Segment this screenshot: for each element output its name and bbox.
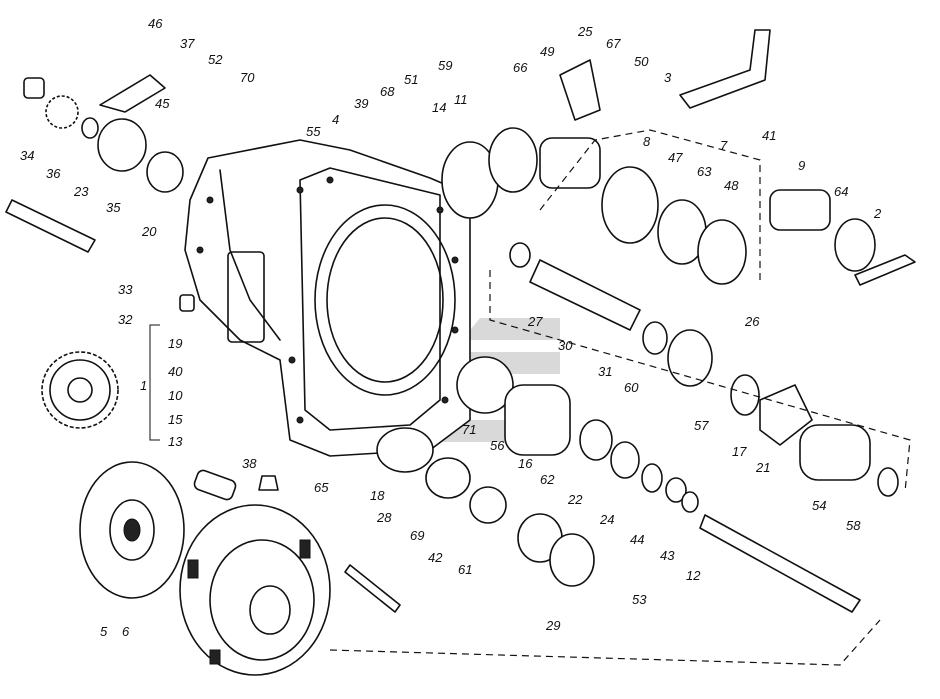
callout: 4 xyxy=(332,112,339,127)
callout: 43 xyxy=(660,548,675,563)
callout: 59 xyxy=(438,58,452,73)
callout: 60 xyxy=(624,380,639,395)
callout: 26 xyxy=(744,314,760,329)
callout: 62 xyxy=(540,472,555,487)
callout: 11 xyxy=(454,92,468,107)
parts-middle xyxy=(344,242,899,613)
callout: 55 xyxy=(306,124,321,139)
callout: 67 xyxy=(606,36,621,51)
callout: 69 xyxy=(410,528,424,543)
small-parts-left xyxy=(23,74,279,501)
callout: 45 xyxy=(155,96,170,111)
callout: 68 xyxy=(380,84,395,99)
callout: 30 xyxy=(558,338,573,353)
parts-upper-right xyxy=(441,29,916,286)
callout: 70 xyxy=(240,70,255,85)
callout: 36 xyxy=(46,166,61,181)
callout: 5 xyxy=(100,624,108,639)
gear-32 xyxy=(41,351,119,429)
callout: 53 xyxy=(632,592,647,607)
callout: 16 xyxy=(518,456,533,471)
callout: 3 xyxy=(664,70,672,85)
callout: 47 xyxy=(668,150,683,165)
callout: 46 xyxy=(148,16,163,31)
callout: 20 xyxy=(141,224,157,239)
callout: 63 xyxy=(697,164,712,179)
callout: 27 xyxy=(527,314,543,329)
callout: 41 xyxy=(762,128,776,143)
callout: 24 xyxy=(599,512,614,527)
callout: 2 xyxy=(873,206,882,221)
callout: 6 xyxy=(122,624,130,639)
clutch-housing xyxy=(184,139,471,457)
callout: 44 xyxy=(630,532,644,547)
pressure-plate-6 xyxy=(179,504,331,676)
callout: 1 xyxy=(140,378,147,393)
callout: 35 xyxy=(106,200,121,215)
callout: 65 xyxy=(314,480,329,495)
callout: 34 xyxy=(20,148,34,163)
callout: 22 xyxy=(567,492,583,507)
callout: 52 xyxy=(208,52,223,67)
callout: 40 xyxy=(168,364,183,379)
callout: 10 xyxy=(168,388,183,403)
callout: 14 xyxy=(432,100,446,115)
callout: 38 xyxy=(242,456,257,471)
callout: 18 xyxy=(370,488,385,503)
callout: 12 xyxy=(686,568,701,583)
callout: 39 xyxy=(354,96,368,111)
callout-labels: 46 37 52 70 45 34 36 23 35 20 33 32 1 19… xyxy=(20,16,882,639)
callout: 7 xyxy=(720,138,728,153)
callout: 9 xyxy=(798,158,805,173)
clutch-disc-5 xyxy=(79,461,185,599)
callout: 49 xyxy=(540,44,554,59)
callout: 51 xyxy=(404,72,418,87)
callout: 32 xyxy=(118,312,133,327)
callout: 29 xyxy=(545,618,560,633)
callout: 15 xyxy=(168,412,183,427)
callout: 66 xyxy=(513,60,528,75)
callout: 61 xyxy=(458,562,472,577)
callout: 37 xyxy=(180,36,195,51)
callout: 57 xyxy=(694,418,709,433)
grouping-lines xyxy=(149,129,911,666)
callout: 33 xyxy=(118,282,133,297)
callout: 19 xyxy=(168,336,182,351)
callout: 21 xyxy=(755,460,770,475)
callout: 13 xyxy=(168,434,183,449)
callout: 56 xyxy=(490,438,505,453)
callout: 50 xyxy=(634,54,649,69)
callout: 64 xyxy=(834,184,848,199)
callout: 71 xyxy=(462,422,476,437)
callout: 17 xyxy=(732,444,747,459)
shaft-33 xyxy=(5,199,96,253)
callout: 48 xyxy=(724,178,739,193)
callout: 31 xyxy=(598,364,612,379)
callout: 58 xyxy=(846,518,861,533)
callout: 23 xyxy=(73,184,89,199)
callout: 8 xyxy=(643,134,651,149)
callout: 54 xyxy=(812,498,826,513)
callout: 42 xyxy=(428,550,443,565)
callout: 25 xyxy=(577,24,593,39)
callout: 28 xyxy=(376,510,392,525)
